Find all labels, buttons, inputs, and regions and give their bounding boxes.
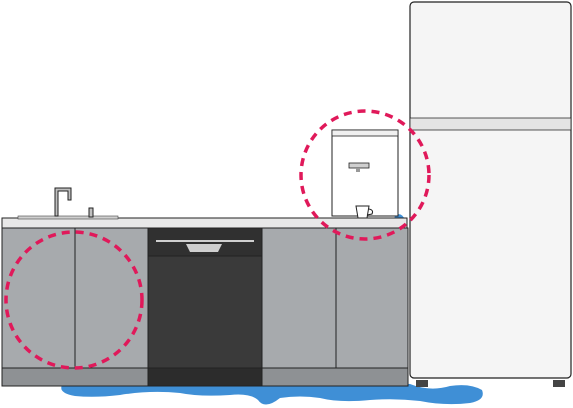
- fridge-foot-right: [553, 380, 565, 387]
- kitchen-counter: [1, 215, 408, 229]
- faucet: [54, 187, 94, 218]
- sink-basin: [17, 215, 119, 220]
- sink-cabinet: [1, 227, 149, 387]
- refrigerator: [409, 1, 572, 387]
- fridge-handle: [409, 117, 572, 131]
- dishwasher-handle: [156, 240, 254, 242]
- highlight-circle-water-dispenser: [299, 109, 431, 241]
- right-cabinet: [261, 227, 409, 387]
- water-dispenser: [331, 129, 399, 217]
- dishwasher: [147, 227, 263, 387]
- fridge-foot-left: [416, 380, 428, 387]
- highlight-circle-sink-cabinet: [4, 230, 144, 370]
- dispenser-spout: [348, 162, 370, 169]
- cup: [355, 205, 374, 219]
